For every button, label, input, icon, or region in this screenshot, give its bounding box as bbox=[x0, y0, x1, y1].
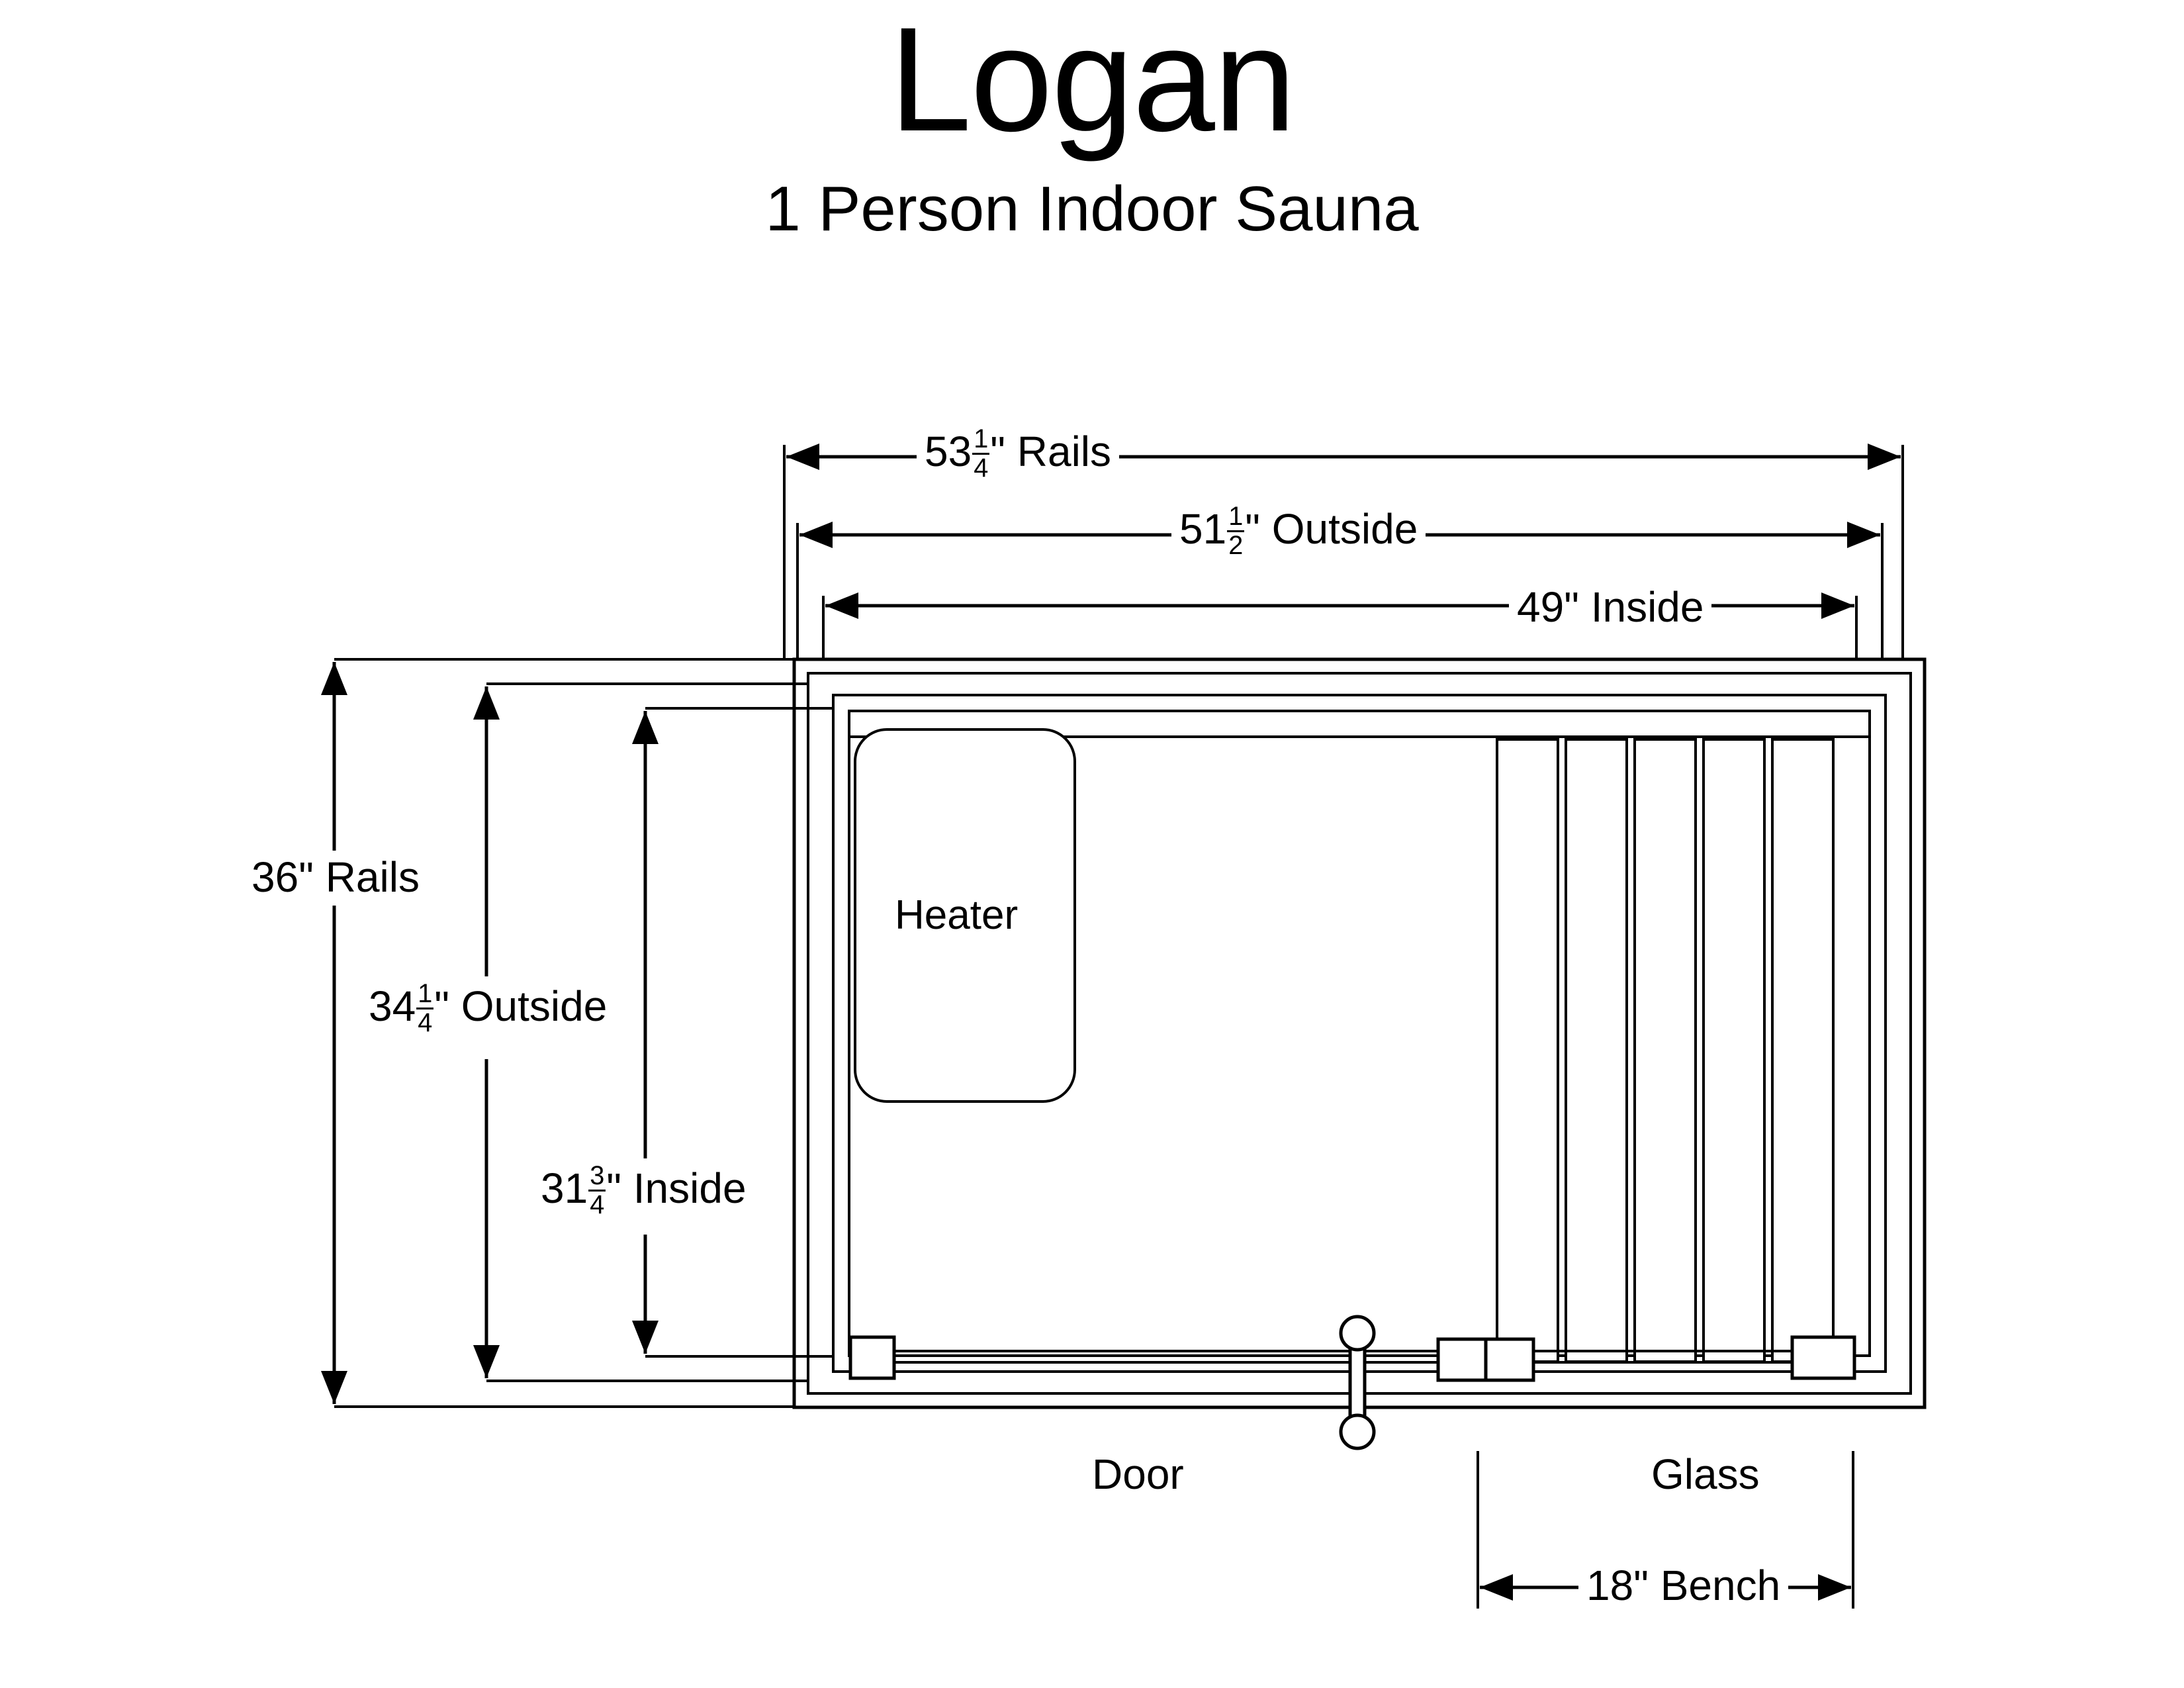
dim-label-width-inside: 49" Inside bbox=[1509, 586, 1712, 628]
door-glass-rail-group bbox=[892, 1350, 1854, 1364]
door-label: Door bbox=[1092, 1450, 1184, 1498]
dim-label-depth-rails: 36" Rails bbox=[244, 856, 428, 898]
heater-outline bbox=[854, 728, 1076, 1103]
dim-label-bench: 18" Bench bbox=[1578, 1564, 1789, 1607]
bench-slat bbox=[1496, 738, 1559, 1363]
page-subtitle: 1 Person Indoor Sauna bbox=[765, 173, 1419, 244]
glass-end-block bbox=[1790, 1335, 1856, 1380]
bench-slat bbox=[1702, 738, 1766, 1363]
bench-slat bbox=[1633, 738, 1697, 1363]
bench-slat bbox=[1565, 738, 1628, 1363]
door-handle-knob-top bbox=[1339, 1315, 1376, 1352]
door-hinge-block bbox=[848, 1335, 896, 1380]
door-handle-group bbox=[1339, 1315, 1376, 1450]
door-jamb-block-right bbox=[1484, 1337, 1535, 1382]
bench-slat bbox=[1771, 738, 1835, 1363]
page-title: Logan bbox=[889, 0, 1297, 162]
door-handle-knob-bottom bbox=[1339, 1413, 1376, 1450]
heater-label: Heater bbox=[895, 892, 1019, 938]
glass-label: Glass bbox=[1651, 1450, 1760, 1498]
bench-slat-group bbox=[1496, 738, 1835, 1363]
title-block: Logan 1 Person Indoor Sauna bbox=[0, 0, 2184, 241]
door-jamb-block-left bbox=[1436, 1337, 1488, 1382]
